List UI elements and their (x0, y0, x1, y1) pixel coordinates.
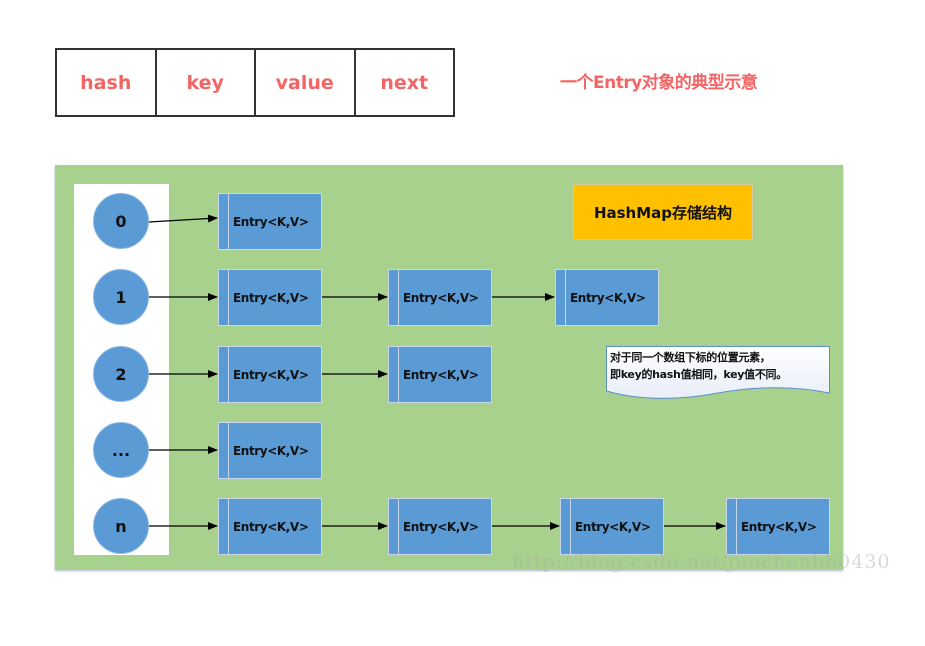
entry-node: Entry<K,V> (555, 269, 659, 326)
entry-node-label: Entry<K,V> (233, 290, 309, 305)
hashmap-title: HashMap存储结构 (573, 184, 753, 240)
entry-node-label: Entry<K,V> (233, 519, 309, 534)
entry-node-pointer-strip (219, 423, 229, 478)
entry-node: Entry<K,V> (726, 498, 830, 555)
entry-node-label: Entry<K,V> (575, 519, 651, 534)
entry-node: Entry<K,V> (218, 498, 322, 555)
watermark: http://blog.csdn.net/junchenbb0430 (512, 551, 891, 573)
entry-node-pointer-strip (219, 270, 229, 325)
entry-node-label: Entry<K,V> (233, 443, 309, 458)
bucket-index-3: ... (93, 422, 149, 478)
entry-node-pointer-strip (727, 499, 737, 554)
field-key: key (157, 50, 256, 115)
entry-node-pointer-strip (556, 270, 566, 325)
bucket-index-1: 1 (93, 269, 149, 325)
entry-node: Entry<K,V> (388, 346, 492, 403)
field-value: value (256, 50, 356, 115)
entry-caption: 一个Entry对象的典型示意 (560, 73, 758, 93)
entry-node-pointer-strip (219, 499, 229, 554)
entry-node: Entry<K,V> (218, 269, 322, 326)
entry-node: Entry<K,V> (218, 193, 322, 250)
entry-node-pointer-strip (561, 499, 571, 554)
entry-node: Entry<K,V> (388, 269, 492, 326)
entry-node-pointer-strip (389, 499, 399, 554)
note-shape (606, 346, 830, 399)
entry-node-label: Entry<K,V> (233, 214, 309, 229)
entry-node-label: Entry<K,V> (403, 367, 479, 382)
entry-node: Entry<K,V> (218, 346, 322, 403)
note-line-1: 对于同一个数组下标的位置元素， (610, 351, 771, 364)
entry-node-pointer-strip (219, 347, 229, 402)
entry-node-label: Entry<K,V> (570, 290, 646, 305)
entry-node: Entry<K,V> (560, 498, 664, 555)
note-text: 对于同一个数组下标的位置元素， 即key的hash值相同，key值不同。 (610, 349, 787, 383)
entry-node-label: Entry<K,V> (403, 519, 479, 534)
note-callout: 对于同一个数组下标的位置元素， 即key的hash值相同，key值不同。 (606, 346, 830, 402)
entry-node: Entry<K,V> (388, 498, 492, 555)
entry-node-pointer-strip (389, 347, 399, 402)
entry-structure-table: hash key value next (55, 48, 455, 117)
entry-node-label: Entry<K,V> (403, 290, 479, 305)
field-hash: hash (57, 50, 157, 115)
entry-node: Entry<K,V> (218, 422, 322, 479)
bucket-index-4: n (93, 498, 149, 554)
bucket-index-2: 2 (93, 346, 149, 402)
note-line-2: 即key的hash值相同，key值不同。 (610, 368, 787, 381)
entry-node-pointer-strip (389, 270, 399, 325)
field-next: next (380, 71, 429, 94)
entry-node-pointer-strip (219, 194, 229, 249)
bucket-to-entry-arrow (148, 214, 218, 223)
entry-node-label: Entry<K,V> (741, 519, 817, 534)
bucket-index-0: 0 (93, 193, 149, 249)
entry-node-label: Entry<K,V> (233, 367, 309, 382)
